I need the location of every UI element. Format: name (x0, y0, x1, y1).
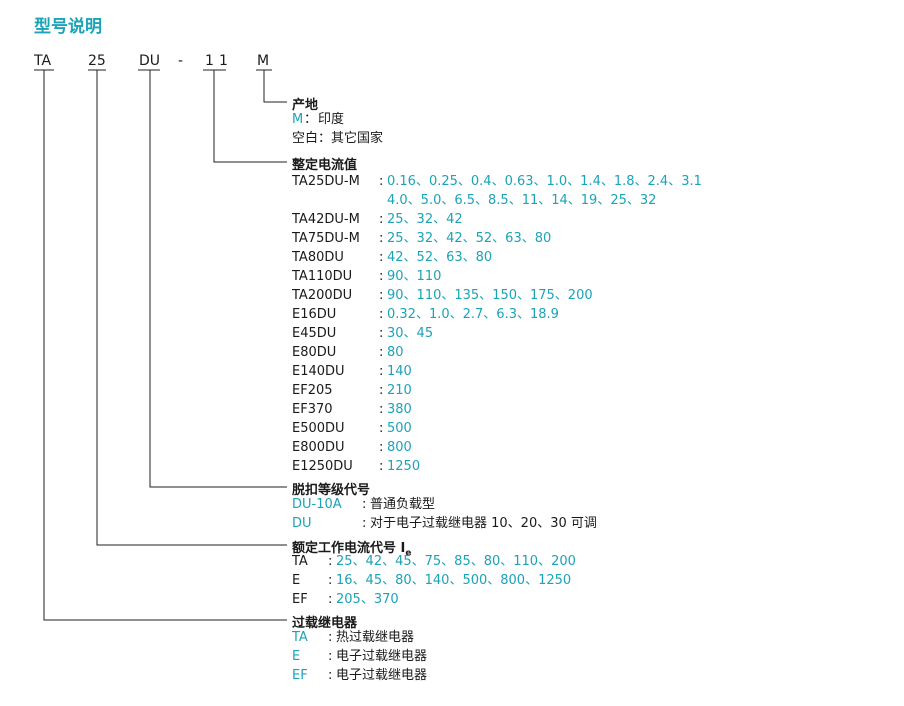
trip-key: DU-10A (292, 497, 342, 512)
setting-colon: : (379, 326, 384, 341)
trip-key: DU (292, 516, 312, 531)
setting-values: 210 (387, 383, 412, 398)
setting-model: EF370 (292, 402, 333, 417)
setting-colon: : (379, 174, 384, 189)
setting-model: TA80DU (292, 250, 344, 265)
setting-values: 0.32、1.0、2.7、6.3、18.9 (387, 307, 559, 322)
setting-colon: : (379, 383, 384, 398)
trip-text: 普通负载型 (370, 497, 436, 512)
connector-origin (263, 70, 287, 103)
rated-heading-text: 额定工作电流代号 I (292, 541, 406, 556)
setting-colon: : (379, 288, 384, 303)
setting-values: 140 (387, 364, 412, 379)
relay-key: TA (292, 630, 308, 645)
relay-colon: : (328, 630, 333, 645)
rated-key: E (292, 573, 301, 588)
setting-colon: : (379, 440, 384, 455)
setting-values: 80 (387, 345, 404, 360)
setting-colon: : (379, 459, 384, 474)
setting-values: 25、32、42 (387, 212, 463, 227)
relay-key: E (292, 649, 301, 664)
origin-row-blank: 空白：其它国家 (292, 131, 384, 146)
code-dash: - (178, 53, 184, 69)
rated-values: 25、42、45、75、85、80、110、200 (336, 554, 576, 569)
setting-model: TA200DU (292, 288, 353, 303)
setting-model: E140DU (292, 364, 345, 379)
setting-colon: : (379, 402, 384, 417)
setting-colon: : (379, 212, 384, 227)
origin-m-key: M (292, 112, 304, 127)
setting-model: E800DU (292, 440, 345, 455)
setting-values: 1250 (387, 459, 421, 474)
rated-key: TA (292, 554, 308, 569)
section-setting-heading: 整定电流值 (292, 158, 358, 173)
setting-colon: : (379, 345, 384, 360)
setting-model: E80DU (292, 345, 337, 360)
setting-model: TA25DU-M (292, 174, 360, 189)
connector-trip (149, 70, 287, 488)
setting-colon: : (379, 307, 384, 322)
setting-values: 42、52、63、80 (387, 250, 493, 265)
relay-text: 电子过载继电器 (336, 649, 428, 664)
setting-values: 0.16、0.25、0.4、0.63、1.0、1.4、1.8、2.4、3.1 (387, 174, 702, 189)
trip-colon: : (362, 516, 367, 531)
setting-values: 800 (387, 440, 412, 455)
page-title: 型号说明 (34, 17, 102, 37)
code-part-m: M (257, 53, 270, 69)
setting-model: EF205 (292, 383, 333, 398)
setting-values-2: 4.0、5.0、6.5、8.5、11、14、19、25、32 (387, 193, 657, 208)
connector-setting (213, 70, 287, 163)
connector-relay (43, 70, 287, 621)
rated-key: EF (292, 592, 308, 607)
code-part-1a: 1 (205, 53, 214, 69)
setting-model: E45DU (292, 326, 337, 341)
rated-heading-sub: e (405, 548, 412, 559)
relay-text: 热过载继电器 (336, 630, 415, 645)
setting-model: E500DU (292, 421, 345, 436)
rated-colon: : (328, 573, 333, 588)
relay-text: 电子过载继电器 (336, 668, 428, 683)
setting-model: E16DU (292, 307, 337, 322)
relay-colon: : (328, 649, 333, 664)
origin-m-text: 印度 (318, 112, 345, 127)
setting-colon: : (379, 231, 384, 246)
setting-values: 500 (387, 421, 412, 436)
section-relay-heading: 过载继电器 (292, 616, 358, 631)
setting-colon: : (379, 250, 384, 265)
rated-colon: : (328, 592, 333, 607)
setting-values: 90、110、135、150、175、200 (387, 288, 593, 303)
code-part-25: 25 (88, 53, 106, 69)
rated-colon: : (328, 554, 333, 569)
relay-key: EF (292, 668, 308, 683)
setting-colon: : (379, 421, 384, 436)
origin-m-colon: ： (304, 112, 318, 127)
code-part-1b: 1 (219, 53, 228, 69)
relay-colon: : (328, 668, 333, 683)
section-rated-heading: 额定工作电流代号 Ie (292, 537, 411, 559)
setting-values: 25、32、42、52、63、80 (387, 231, 552, 246)
code-part-du: DU (139, 53, 161, 69)
rated-values: 16、45、80、140、500、800、1250 (336, 573, 572, 588)
rated-values: 205、370 (336, 592, 399, 607)
section-origin-heading: 产地 (292, 98, 319, 113)
setting-values: 90、110 (387, 269, 442, 284)
setting-values: 380 (387, 402, 412, 417)
connector-rated (96, 70, 287, 546)
section-trip-heading: 脱扣等级代号 (292, 483, 371, 498)
setting-values: 30、45 (387, 326, 434, 341)
setting-model: TA75DU-M (292, 231, 360, 246)
trip-text: 对于电子过载继电器 10、20、30 可调 (370, 516, 597, 531)
code-part-ta: TA (34, 53, 52, 69)
setting-model: TA42DU-M (292, 212, 360, 227)
setting-model: TA110DU (292, 269, 353, 284)
setting-model: E1250DU (292, 459, 353, 474)
setting-colon: : (379, 364, 384, 379)
trip-colon: : (362, 497, 367, 512)
setting-colon: : (379, 269, 384, 284)
